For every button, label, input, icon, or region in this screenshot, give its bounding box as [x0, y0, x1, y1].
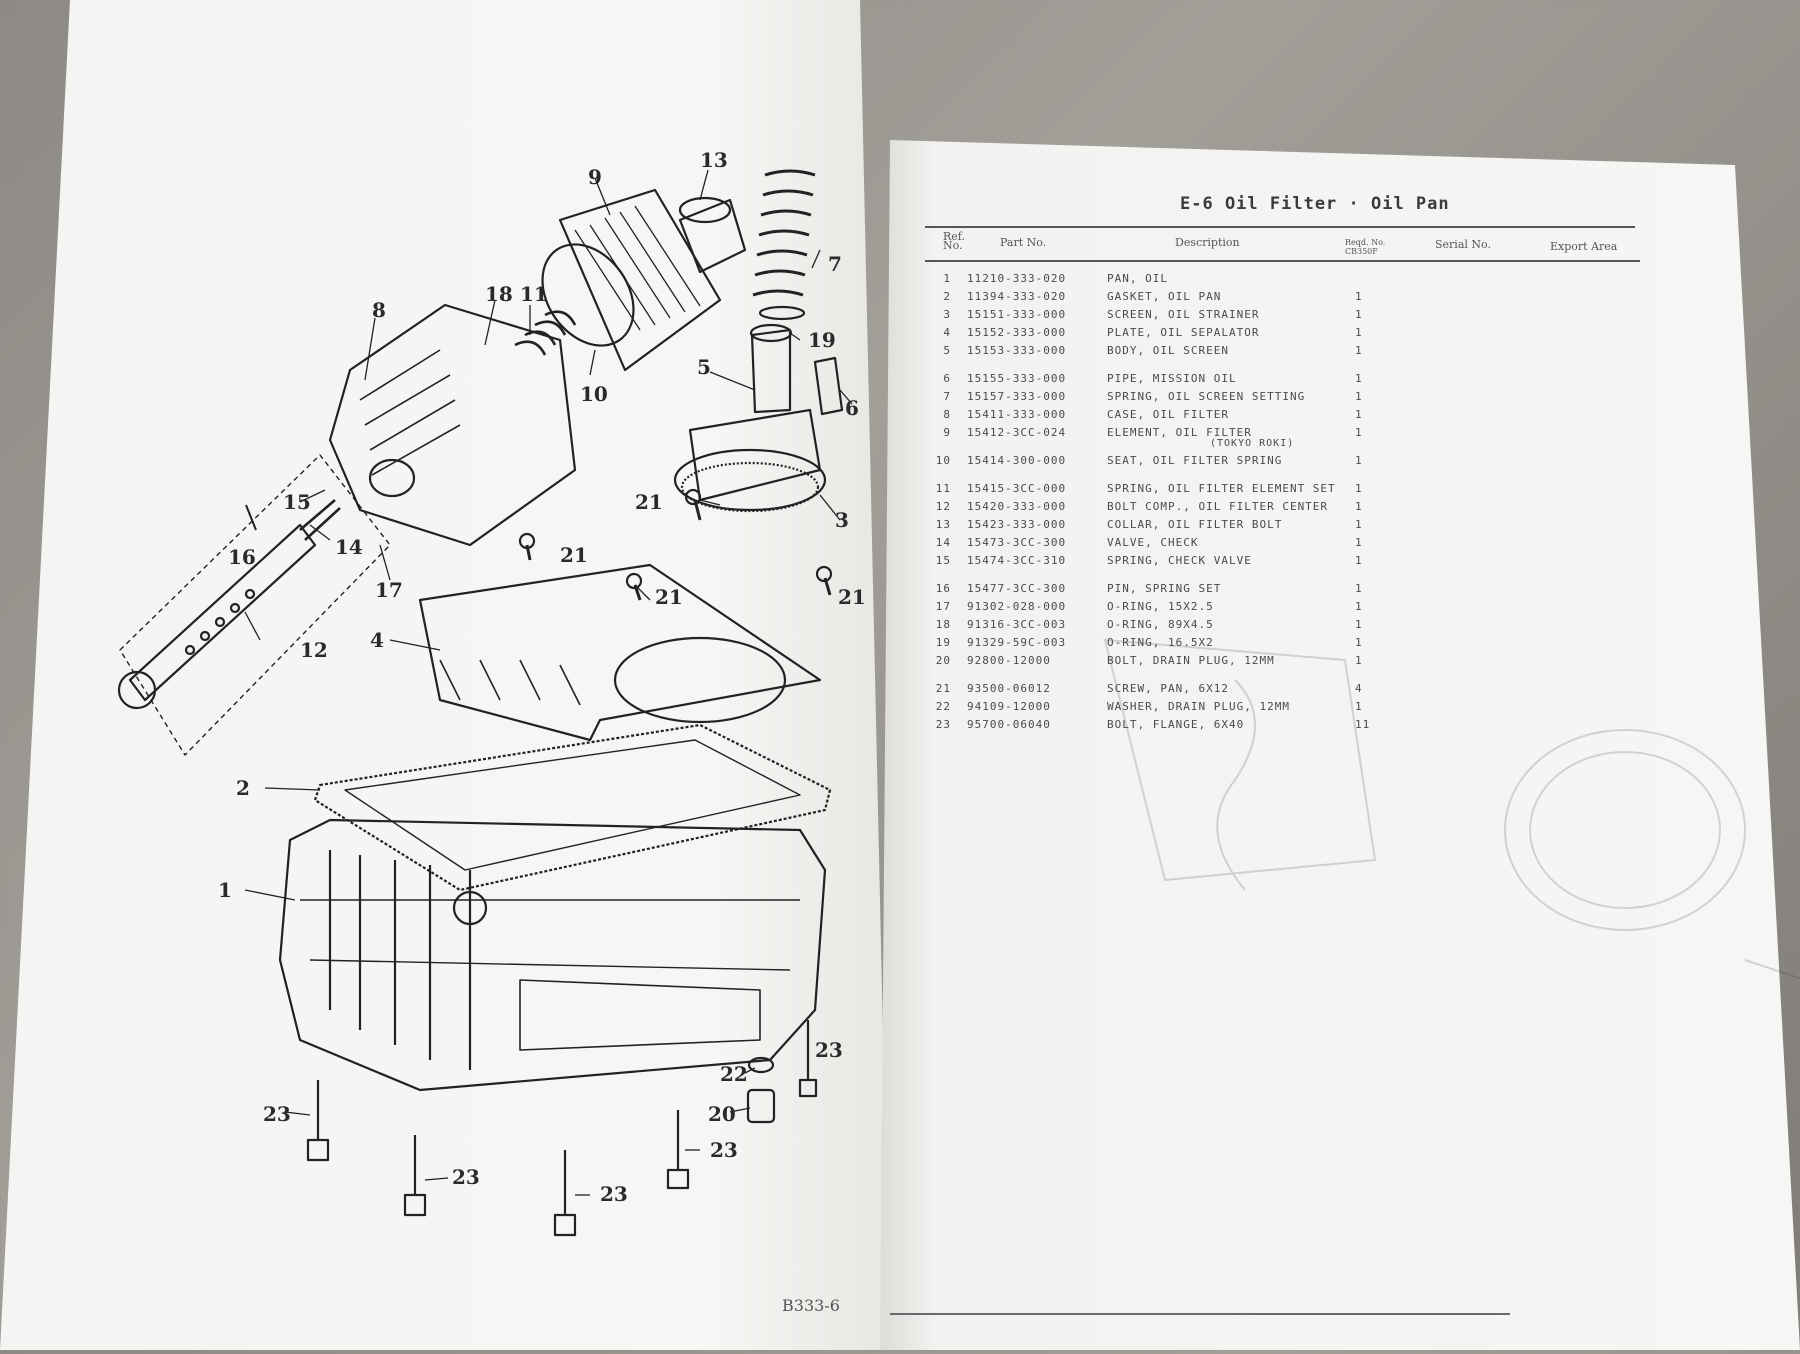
col-description: Description — [1175, 236, 1240, 249]
callout-23-c: 23 — [710, 1138, 738, 1162]
callout-7: 7 — [828, 252, 842, 276]
header-bottom-rule — [925, 260, 1640, 262]
callout-22: 22 — [720, 1062, 748, 1086]
exploded-diagram: 13 9 7 8 18 11 19 10 5 6 15 21 3 16 14 2… — [0, 0, 890, 1350]
callout-4: 4 — [370, 628, 384, 652]
oil-pan-part — [278, 818, 827, 1092]
callout-21-case: 21 — [560, 543, 588, 567]
note-tokyo-roki: (TOKYO ROKI) — [1210, 438, 1295, 449]
callout-20: 20 — [708, 1102, 736, 1126]
callout-9: 9 — [588, 165, 602, 189]
diagram-drawing — [117, 169, 853, 1237]
col-ref: Ref. No. — [943, 230, 965, 252]
callout-23-d: 23 — [600, 1182, 628, 1206]
col-reqd: Reqd. No. CB350F — [1345, 238, 1386, 256]
center-bolt-part — [128, 523, 317, 702]
callout-16: 16 — [228, 545, 256, 569]
callout-18: 18 — [485, 282, 513, 306]
callout-3: 3 — [835, 508, 849, 532]
callout-23-e: 23 — [452, 1165, 480, 1189]
col-export: Export Area — [1550, 240, 1618, 253]
callout-19: 19 — [808, 328, 836, 352]
bottom-rule — [890, 1313, 1510, 1315]
callout-6: 6 — [845, 396, 859, 420]
callout-15: 15 — [283, 490, 311, 514]
header-top-rule — [925, 226, 1635, 228]
callout-13: 13 — [700, 148, 728, 172]
callout-23-a: 23 — [263, 1102, 291, 1126]
callout-14: 14 — [335, 535, 363, 559]
page-code: B333-6 — [782, 1296, 840, 1315]
callout-21-plate: 21 — [655, 585, 683, 609]
col-part: Part No. — [1000, 236, 1047, 249]
filter-element-part — [558, 188, 722, 372]
callout-1: 1 — [218, 878, 232, 902]
callout-21-right: 21 — [838, 585, 866, 609]
filter-case-part — [328, 303, 577, 547]
callout-11: 11 — [520, 282, 548, 306]
callout-17: 17 — [375, 578, 403, 602]
right-page — [880, 140, 1800, 1350]
callout-21-screen: 21 — [635, 490, 663, 514]
callout-2: 2 — [236, 776, 250, 800]
callout-10: 10 — [580, 382, 608, 406]
parts-list-title: E-6 Oil Filter · Oil Pan — [1180, 194, 1450, 214]
gasket-part — [313, 723, 832, 892]
callout-23-b: 23 — [815, 1038, 843, 1062]
callout-5: 5 — [697, 355, 711, 379]
col-serial: Serial No. — [1435, 238, 1491, 251]
callout-12: 12 — [300, 638, 328, 662]
callout-8: 8 — [372, 298, 386, 322]
separator-plate-part — [418, 563, 822, 742]
show-through-drawing — [1103, 638, 1800, 980]
